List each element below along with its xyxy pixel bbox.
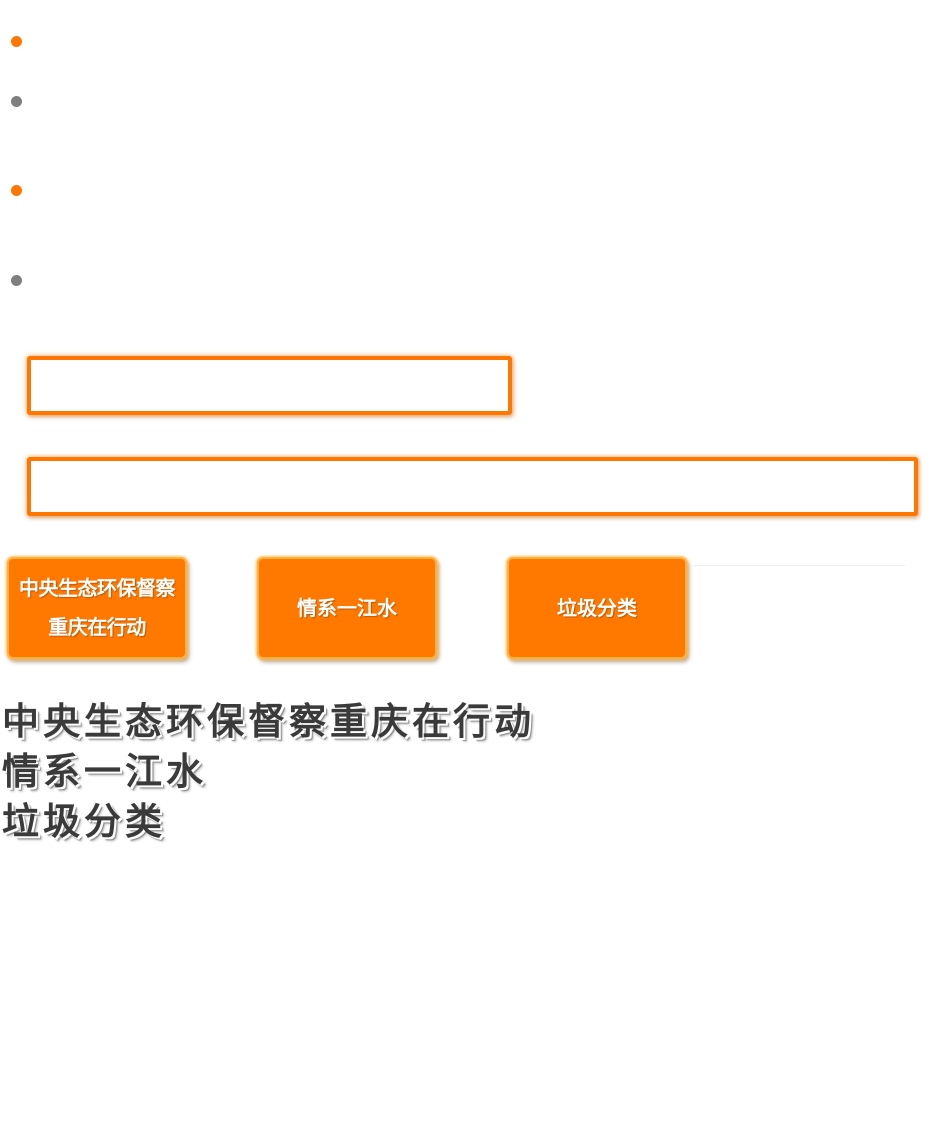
indicator-dot-inactive[interactable] (11, 275, 22, 286)
indicator-dot-inactive[interactable] (11, 96, 22, 107)
tile-button-river[interactable]: 情系一江水 (257, 557, 437, 659)
short-input-field[interactable] (27, 356, 512, 415)
tile-button-inspection[interactable]: 中央生态环保督察重庆在行动 (7, 557, 187, 659)
long-input-field[interactable] (27, 457, 918, 516)
heading-garbage-sorting: 垃圾分类 (2, 800, 166, 843)
tile-label: 中央生态环保督察重庆在行动 (19, 576, 176, 639)
heading-inspection: 中央生态环保督察重庆在行动 (2, 700, 535, 743)
indicator-dot-active[interactable] (11, 36, 22, 47)
heading-river: 情系一江水 (2, 750, 207, 793)
tile-label: 情系一江水 (297, 595, 397, 620)
tile-button-garbage-sorting[interactable]: 垃圾分类 (507, 557, 687, 659)
divider (690, 565, 905, 566)
tile-label: 垃圾分类 (557, 595, 637, 620)
indicator-dot-active[interactable] (11, 185, 22, 196)
